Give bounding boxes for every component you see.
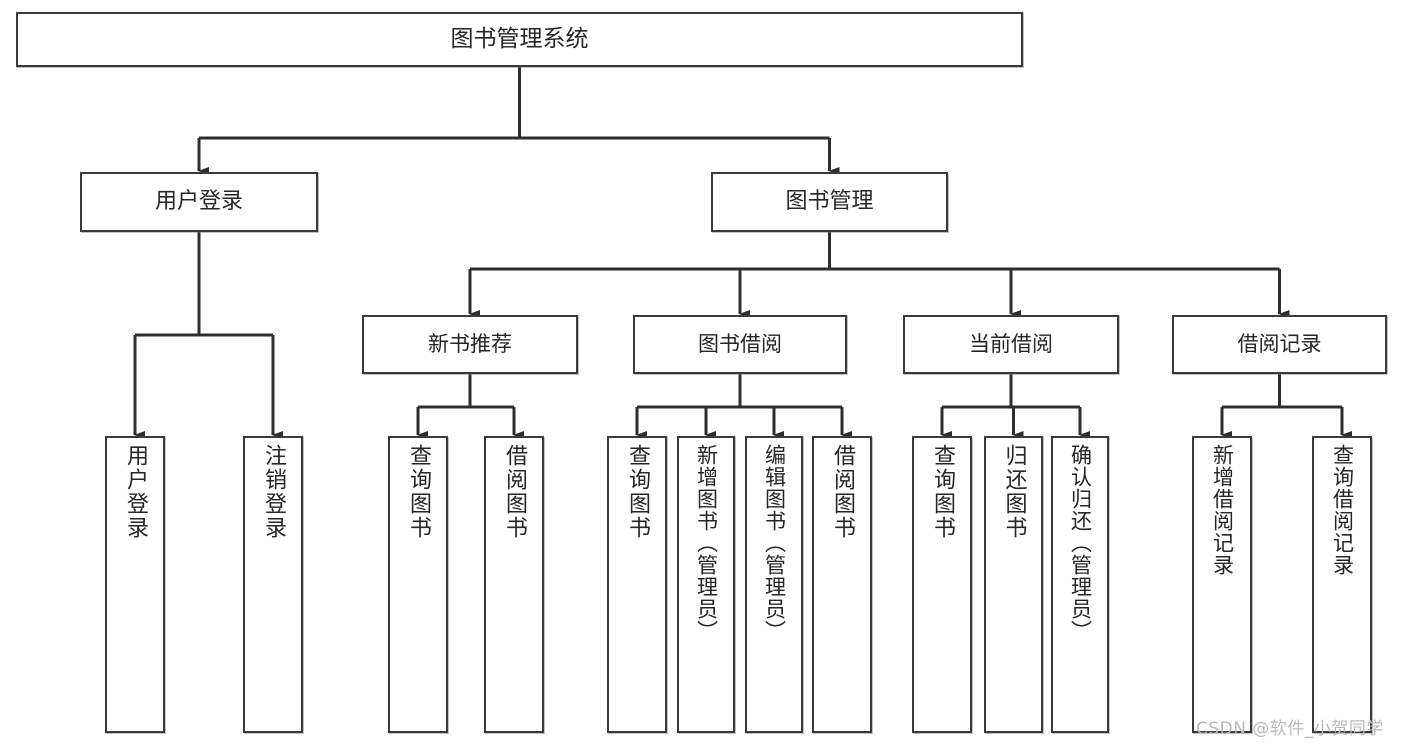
node-label: 图书管理系统 bbox=[450, 25, 589, 52]
node-leaf-rec-2[interactable]: 查询借阅记录 bbox=[1312, 436, 1372, 733]
node-login[interactable]: 用户登录 bbox=[80, 172, 318, 232]
node-label: 当前借阅 bbox=[969, 332, 1053, 357]
node-label: 图书管理 bbox=[785, 189, 874, 215]
node-label: 借阅图书 bbox=[502, 444, 527, 540]
node-newbook[interactable]: 新书推荐 bbox=[362, 315, 578, 374]
node-label: 用户登录 bbox=[123, 444, 148, 540]
node-leaf-borrow-4[interactable]: 借阅图书 bbox=[812, 436, 872, 733]
node-leaf-borrow-2[interactable]: 新增图书（管理员） bbox=[677, 436, 735, 733]
node-label: 查询图书 bbox=[406, 444, 431, 540]
node-leaf-borrow-1[interactable]: 查询图书 bbox=[607, 436, 667, 733]
node-leaf-cur-3[interactable]: 确认归还（管理员） bbox=[1051, 436, 1109, 733]
node-leaf-rec-1[interactable]: 新增借阅记录 bbox=[1192, 436, 1252, 733]
node-root[interactable]: 图书管理系统 bbox=[16, 12, 1023, 67]
node-leaf-borrow-3[interactable]: 编辑图书（管理员） bbox=[745, 436, 803, 733]
node-label: 查询借阅记录 bbox=[1330, 444, 1355, 576]
node-current[interactable]: 当前借阅 bbox=[903, 315, 1119, 374]
node-label: 借阅记录 bbox=[1237, 332, 1322, 357]
node-borrow[interactable]: 图书借阅 bbox=[633, 315, 847, 374]
node-label: 确认归还（管理员） bbox=[1068, 444, 1093, 642]
node-label: 新增图书（管理员） bbox=[694, 444, 719, 642]
node-bookmgmt[interactable]: 图书管理 bbox=[711, 172, 948, 232]
node-label: 注销登录 bbox=[261, 444, 286, 540]
node-label: 新增借阅记录 bbox=[1210, 444, 1235, 576]
node-label: 查询图书 bbox=[625, 444, 650, 540]
csdn-watermark: CSDN @软件_小贺同学 bbox=[1196, 719, 1384, 739]
node-leaf-cur-1[interactable]: 查询图书 bbox=[912, 436, 972, 733]
node-label: 图书借阅 bbox=[698, 332, 782, 357]
node-leaf-login-1[interactable]: 用户登录 bbox=[105, 436, 165, 733]
node-label: 归还图书 bbox=[1001, 444, 1027, 540]
node-leaf-login-2[interactable]: 注销登录 bbox=[243, 436, 303, 733]
node-label: 用户登录 bbox=[154, 189, 243, 215]
node-leaf-cur-2[interactable]: 归还图书 bbox=[984, 436, 1043, 733]
node-label: 借阅图书 bbox=[830, 444, 855, 540]
node-label: 编辑图书（管理员） bbox=[762, 444, 787, 642]
node-records[interactable]: 借阅记录 bbox=[1172, 315, 1387, 374]
node-label: 查询图书 bbox=[930, 444, 955, 540]
node-label: 新书推荐 bbox=[428, 332, 512, 357]
node-leaf-new-1[interactable]: 查询图书 bbox=[388, 436, 448, 733]
node-leaf-new-2[interactable]: 借阅图书 bbox=[484, 436, 544, 733]
